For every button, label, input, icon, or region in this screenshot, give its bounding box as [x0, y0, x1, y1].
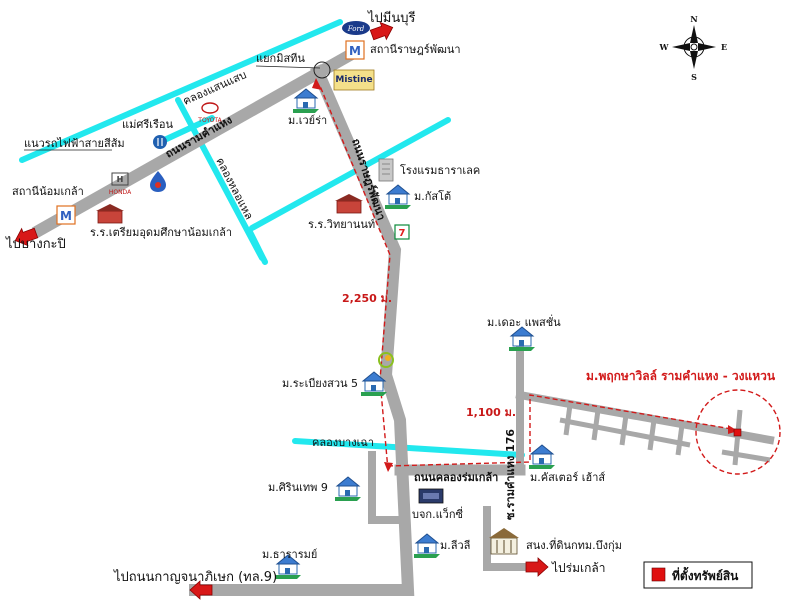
hotel-label: โรงแรมธาราเลค [400, 163, 480, 177]
destination-romklao-label: ไปร่มเกล้า [551, 561, 605, 575]
house-siriwat-icon [334, 476, 362, 502]
road-target-access [515, 390, 775, 445]
road-rat-phatthana [189, 64, 415, 596]
arrow-to-romklao-icon [525, 557, 549, 577]
restaurant-icon [153, 135, 167, 149]
route [319, 85, 739, 471]
seven-eleven-icon: 7 [394, 224, 410, 240]
road-label-romklao: ถนนคลองร่มเกล้า [414, 471, 498, 484]
mistine-logo-icon: Mistine [333, 69, 375, 91]
m-the-cluster-label: ม.คัสเตอร์ เฮ้าส์ [530, 471, 605, 484]
intersection-label: แยกมิสทีน [256, 52, 305, 65]
route-arrowhead-south [384, 462, 393, 472]
legend-label: ที่ตั้งทรัพย์สิน [672, 566, 739, 583]
target-street-grid [559, 404, 771, 466]
compass-n: N [690, 14, 697, 24]
house-lisi-icon [413, 533, 441, 559]
station-nomklao-label: สถานีน้อมเกล้า [12, 185, 84, 198]
canal-bang-chan [292, 438, 525, 458]
svg-text:Mistine: Mistine [335, 75, 372, 85]
legend-swatch [651, 567, 666, 582]
house-the-passion-icon [508, 326, 536, 352]
road-left-spur [368, 451, 404, 524]
intersection-leader [255, 65, 321, 69]
target-area-circle [695, 389, 781, 475]
destination-bangkapi-label: ไปบางกะปิ [5, 236, 66, 252]
distance-label-2: 1,100 ม. [466, 406, 516, 419]
m-kasadai-label: ม.กัสโต้ [414, 189, 451, 203]
svg-text:M: M [60, 209, 72, 223]
distance-label-1: 2,250 ม. [342, 292, 392, 305]
svg-text:H: H [117, 175, 124, 184]
m-thararom-label: ม.ธารารมย์ [262, 548, 317, 561]
route-segment-1 [319, 85, 391, 471]
roads [31, 46, 775, 596]
school-nomklao-label: ร.ร.เตรียมอุดมศึกษาน้อมเกล้า [90, 226, 232, 239]
mae-si-ruean-label: แม่ศรีเรือน [122, 118, 174, 131]
carwash-icon [418, 488, 444, 504]
svg-text:M: M [349, 44, 361, 58]
carwash-label: บจก.แว็กซี่ [412, 506, 464, 521]
destination-kanchanaphisek-label: ไปถนนกาญจนาภิเษก (ทล.9) [113, 569, 277, 585]
road-soi-176-south [483, 506, 539, 571]
canal-label-bang-chan: คลองบางเฉา [312, 436, 374, 449]
svg-text:TOYOTA: TOYOTA [197, 117, 222, 124]
canal-east-2 [247, 229, 268, 265]
ptt-station-icon [378, 352, 394, 368]
compass-s: S [691, 72, 697, 82]
m-siriwat-label: ม.ศิรินเทพ 9 [268, 481, 328, 494]
school-nomklao-icon [96, 204, 124, 224]
canals [19, 19, 525, 458]
intersection-circle [313, 61, 331, 79]
target-project-label: ม.พฤกษาวิลล์ รามคำแหง - วงแหวน [586, 369, 776, 383]
hotel-icon [378, 158, 394, 182]
svg-text:7: 7 [399, 228, 406, 239]
compass-e: E [721, 42, 727, 52]
honda-logo-icon: H HONDA [109, 172, 132, 196]
ford-logo-icon: Ford [342, 21, 370, 35]
station-rat-phatthana-label: สถานีราษฎร์พัฒนา [370, 43, 461, 56]
skytrain-label: แนวรถไฟฟ้าสายสีส้ม [24, 137, 125, 150]
route-arrowhead-north [312, 78, 322, 90]
school-witthayanon-icon [335, 194, 363, 214]
school-witthayanon-label: ร.ร.วิทยานนท์ [308, 218, 375, 231]
m-lisi-label: ม.ลีวลี [440, 539, 470, 552]
legend: ที่ตั้งทรัพย์สิน [643, 561, 753, 589]
house-the-cluster-icon [528, 444, 556, 470]
m-wiera-label: ม.เวย์ร่า [288, 114, 327, 127]
route-segment-2 [387, 394, 739, 467]
house-wiera-icon [292, 88, 320, 114]
m-rabiangsuan-label: ม.ระเบียงสวน 5 [282, 377, 358, 390]
house-kasadai-icon [384, 184, 412, 210]
station-nomklao-icon: M [56, 205, 76, 225]
canal-north-branch [157, 115, 215, 145]
svg-text:Ford: Ford [347, 25, 365, 33]
road-label-soi-176: ซ.รามคำแหง 176 [504, 429, 517, 520]
target-marker [733, 428, 742, 437]
destination-minburi-label: ไปมีนบุรี [367, 10, 415, 26]
gas-station-icon [150, 171, 166, 192]
toyota-logo-icon: TOYOTA [197, 102, 223, 124]
bma-land-label: สนง.ที่ดินกทม.บึงกุ่ม [526, 537, 622, 552]
station-rat-phatthana-icon: M [345, 40, 365, 60]
svg-text:HONDA: HONDA [109, 189, 132, 196]
m-the-passion-label: ม.เดอะ แพสชั่น [487, 314, 561, 329]
compass-w: W [659, 42, 670, 52]
canal-saen-saep [19, 19, 343, 163]
land-office-icon [489, 528, 519, 555]
compass-icon: N S W E [659, 14, 728, 82]
road-ramkhamhaeng [31, 46, 359, 239]
canal-east [249, 117, 451, 231]
